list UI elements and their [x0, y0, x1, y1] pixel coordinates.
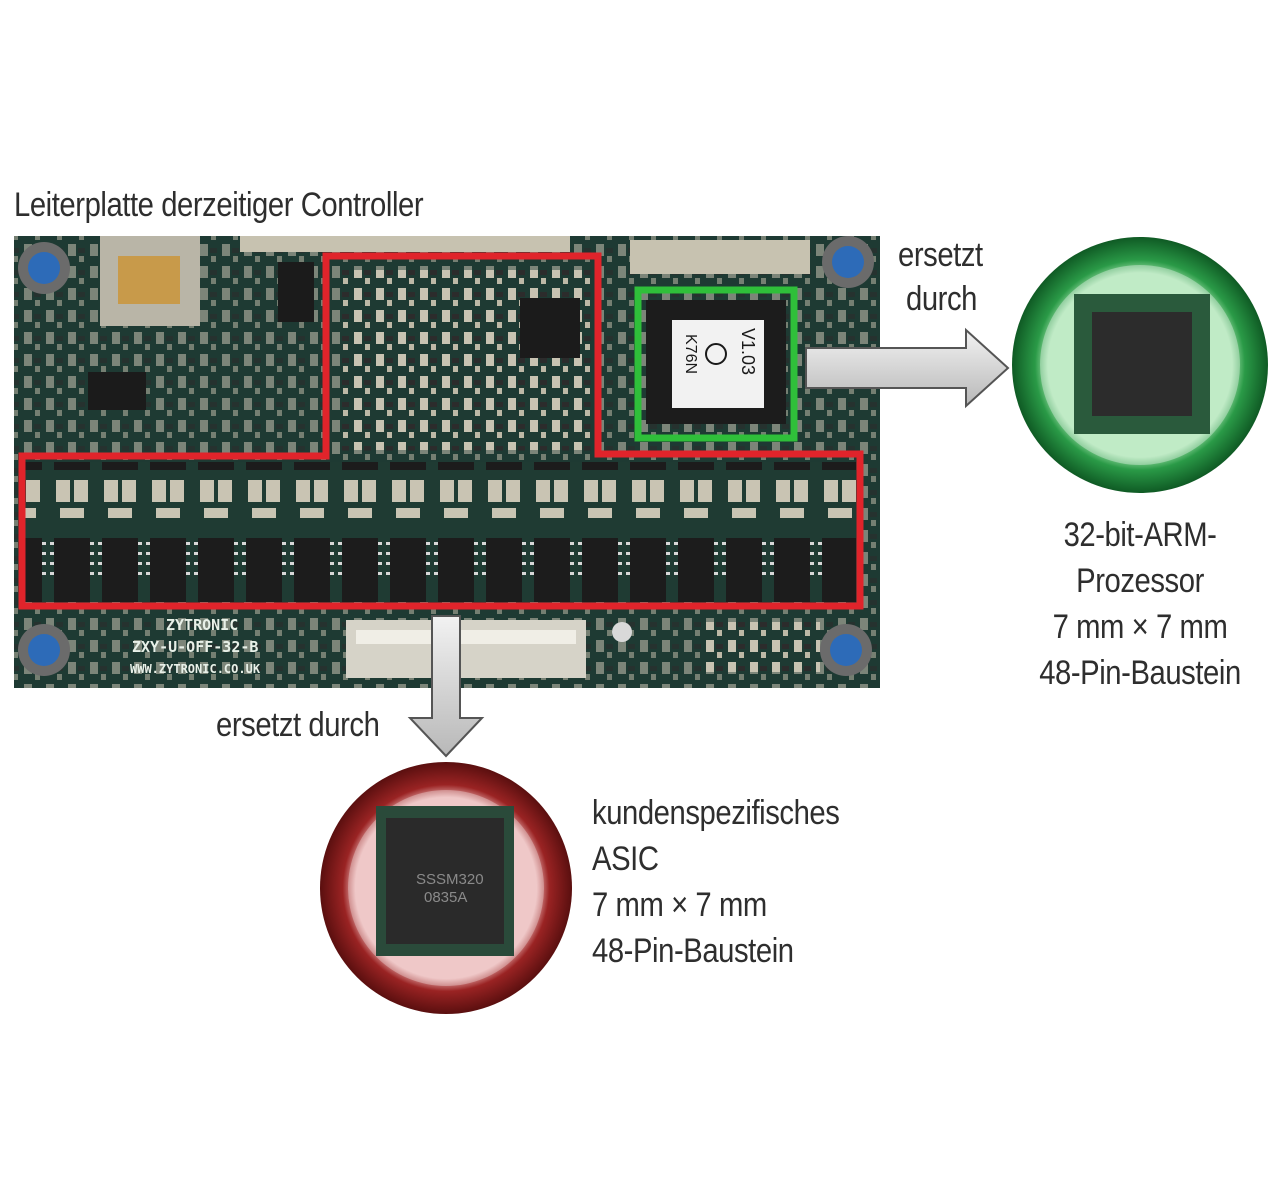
mounting-holes [18, 236, 874, 676]
asic-description: kundenspezifisches ASIC 7 mm × 7 mm 48-P… [592, 790, 892, 974]
arm-line-1: 32-bit-ARM- [1063, 516, 1217, 554]
arm-replacement-outline [634, 286, 798, 442]
asic-line-4: 48-Pin-Baustein [592, 932, 794, 970]
asic-line-3: 7 mm × 7 mm [592, 886, 767, 924]
silk-model: ZXY-U-OFF-32-B [132, 638, 258, 656]
arm-line-4: 48-Pin-Baustein [1039, 654, 1241, 692]
asic-marking-line2: 0835A [424, 889, 467, 906]
chip-marking-code: K76N [682, 334, 699, 374]
asic-replacement-outline [18, 252, 864, 610]
replaced-by-right-line2: durch [906, 280, 978, 318]
arrow-right [805, 327, 1010, 409]
silk-brand: ZYTRONIC [166, 616, 238, 634]
board-title: Leiterplatte derzeitiger Controller [14, 186, 424, 224]
asic-line-2: ASIC [592, 840, 659, 878]
asic-ring: SSSM320 0835A [320, 762, 572, 1014]
ribbon-connector [346, 620, 586, 678]
asic-line-1: kundenspezifisches [592, 794, 840, 832]
replaced-by-right-line1: ersetzt [898, 236, 983, 274]
arm-description: 32-bit-ARM- Prozessor 7 mm × 7 mm 48-Pin… [1020, 512, 1260, 696]
silk-url: WWW.ZYTRONIC.CO.UK [130, 662, 261, 676]
arm-line-2: Prozessor [1076, 562, 1204, 600]
arm-chip-on-board: V1.03 K76N [646, 300, 786, 424]
arm-line-3: 7 mm × 7 mm [1052, 608, 1228, 646]
arrow-down [407, 615, 485, 758]
header-pins [240, 236, 810, 274]
arm-processor-ring [1012, 237, 1268, 493]
chip-marking-version: V1.03 [738, 328, 758, 375]
replaced-by-bottom: ersetzt durch [216, 706, 380, 744]
asic-marking-line1: SSSM320 [416, 871, 484, 888]
